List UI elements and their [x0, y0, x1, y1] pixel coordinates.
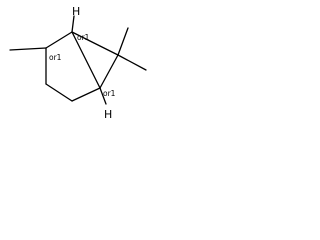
stereo-label-bottom-bridgehead: or1: [103, 89, 116, 98]
stereo-label-top-bridgehead: or1: [77, 33, 90, 42]
bond-c7-c5: [99, 54, 119, 89]
bond-c7-methyl-a: [117, 27, 129, 56]
atom-label-h-bottom: H: [104, 108, 112, 121]
bond-c4-c5: [71, 87, 101, 102]
bond-c3-c4: [45, 83, 73, 102]
bond-c1-h: [71, 15, 75, 33]
bond-c5-c1-back: [71, 31, 101, 89]
bond-c2-methyl: [9, 47, 47, 51]
atom-label-h-top: H: [72, 5, 80, 18]
bond-c1-c2: [45, 31, 73, 49]
bond-c7-methyl-b: [117, 54, 147, 71]
bond-c5-h: [99, 87, 107, 105]
bond-c1-c7: [71, 31, 119, 56]
stereo-label-methyl-carbon: or1: [49, 53, 62, 62]
molecule-structure: H H or1 or1 or1: [9, 5, 147, 121]
